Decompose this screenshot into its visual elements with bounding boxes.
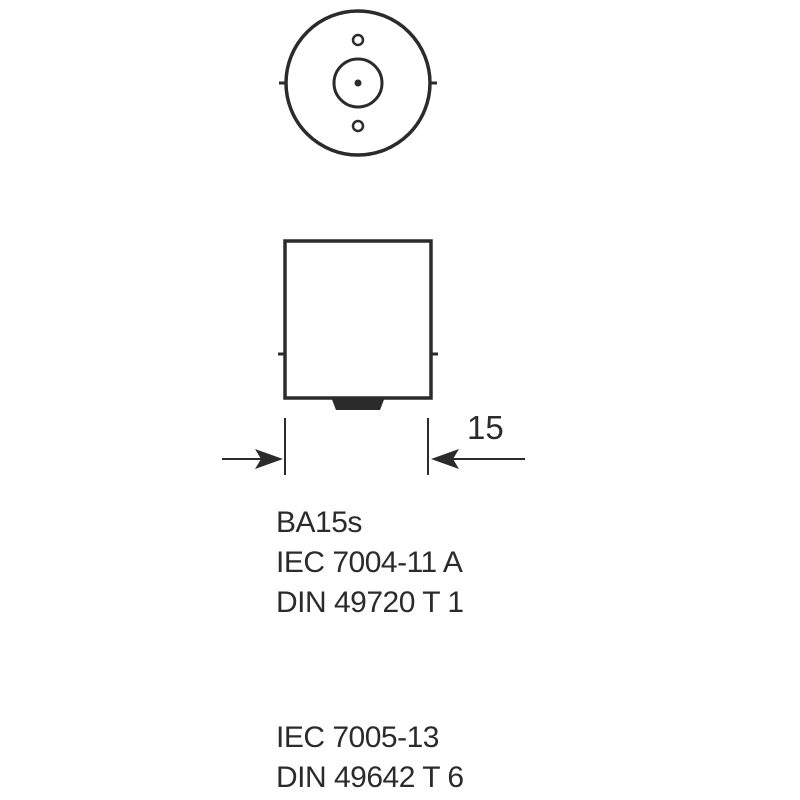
cap-side-view	[278, 239, 438, 410]
lower-solder-hole	[351, 119, 365, 133]
bottom-contact	[331, 397, 385, 410]
diameter-dimension: 15	[222, 409, 525, 475]
din-holder-standard: DIN 49642 T 6	[276, 761, 464, 794]
cap-designation: BA15s	[276, 506, 362, 539]
centre-contact-dot	[354, 79, 362, 87]
iec-holder-standard: IEC 7005-13	[276, 721, 439, 754]
cap-standards-list: BA15s IEC 7004-11 A DIN 49720 T 1	[276, 503, 464, 623]
upper-solder-hole	[351, 33, 365, 47]
cap-end-view	[279, 9, 437, 157]
dimension-arrow-right-head	[431, 449, 459, 469]
dimension-arrow-left-head	[255, 449, 283, 469]
cap-body-outline	[283, 239, 433, 400]
iec-cap-standard: IEC 7004-11 A	[276, 546, 463, 579]
holder-standards-list: IEC 7005-13 DIN 49642 T 6	[276, 718, 464, 798]
din-cap-standard: DIN 49720 T 1	[276, 586, 464, 619]
centre-contact-ring	[332, 57, 384, 109]
dimension-value: 15	[467, 409, 504, 446]
